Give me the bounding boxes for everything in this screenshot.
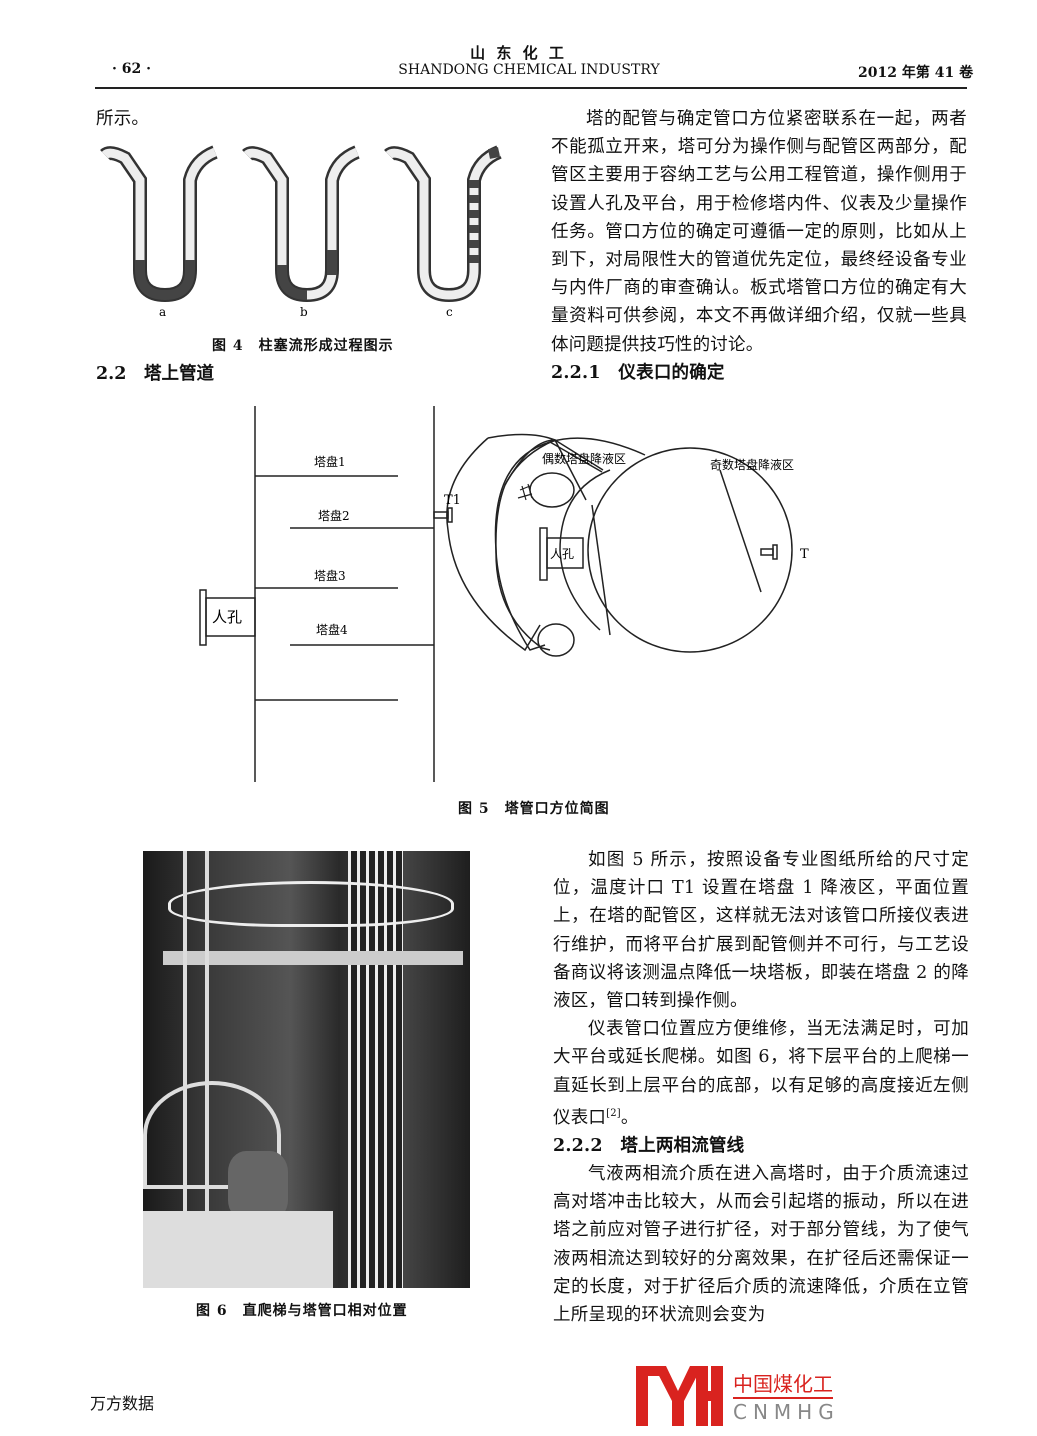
t-label: T xyxy=(800,547,809,562)
journal-title-cn: 山 东 化 工 xyxy=(470,44,567,62)
intro-text: 所示。 xyxy=(96,109,150,129)
watermark-cn-text: 中国煤化工 xyxy=(733,1368,833,1399)
tray-1-label: 塔盘1 xyxy=(314,454,346,469)
section-2-2-1-heading: 2.2.1 仪表口的确定 xyxy=(551,362,725,383)
right-top-text: 塔的配管与确定管口方位紧密联系在一起，两者不能孤立开来，塔可分为操作侧与配管区两… xyxy=(551,105,967,387)
fig4-label-a: a xyxy=(159,305,166,319)
paragraph-two-phase-flow: 气液两相流介质在进入高塔时，由于介质流速过高对塔冲击比较大，从而会引起塔的振动，… xyxy=(553,1164,969,1326)
watermark-en-text: CNMHG xyxy=(733,1400,840,1424)
u-tube-b xyxy=(242,145,360,303)
citation-ref[interactable]: [2] xyxy=(606,1107,621,1119)
t1-label: T1 xyxy=(444,493,461,508)
figure-6-photo xyxy=(143,851,470,1288)
footer-source: 万方数据 xyxy=(90,1394,155,1413)
tray-3-label: 塔盘3 xyxy=(314,568,346,583)
manhole-label: 人孔 xyxy=(212,608,242,626)
tray-4-label: 塔盘4 xyxy=(316,622,348,637)
issue-info: 2012 年第 41 卷 xyxy=(858,65,974,81)
paragraph-ladder: 仪表管口位置应方便维修，当无法满足时，可加大平台或延长爬梯。如图 6，将下层平台… xyxy=(553,1019,969,1128)
journal-title-en: SHANDONG CHEMICAL INDUSTRY xyxy=(398,62,660,78)
mh-logo-icon xyxy=(636,1366,723,1426)
figure-6-caption: 图 6 直爬梯与塔管口相对位置 xyxy=(196,1303,408,1319)
page-number: · 62 · xyxy=(112,61,151,77)
figure-5-caption: 图 5 塔管口方位简图 xyxy=(458,801,610,817)
plan-manhole-label: 人孔 xyxy=(550,547,574,561)
section-2-2-heading: 2.2 塔上管道 xyxy=(96,364,214,384)
figure-4-u-tubes: a b c xyxy=(100,145,502,319)
odd-tray-downcomer-label: 奇数塔盘降液区 xyxy=(710,457,794,472)
tray-2-label: 塔盘2 xyxy=(318,508,350,523)
paragraph-pipe-orientation: 塔的配管与确定管口方位紧密联系在一起，两者不能孤立开来，塔可分为操作侧与配管区两… xyxy=(551,109,967,355)
watermark-logo: 中国煤化工 CNMHG xyxy=(636,1366,976,1428)
right-bottom-text: 如图 5 所示，按照设备专业图纸所给的尺寸定位，温度计口 T1 设置在塔盘 1 … xyxy=(553,846,969,1329)
u-tube-a xyxy=(100,145,218,303)
even-tray-downcomer-label: 偶数塔盘降液区 xyxy=(542,451,626,466)
u-tube-c xyxy=(384,145,502,303)
fig4-label-c: c xyxy=(446,305,453,319)
figure-5-diagram: 塔盘1 塔盘2 塔盘3 塔盘4 人孔 T1 偶数塔盘降液区 奇数塔盘降液区 人孔… xyxy=(199,406,809,782)
fig4-label-b: b xyxy=(300,305,308,319)
header-rule xyxy=(95,87,967,89)
paragraph-fig5-explanation: 如图 5 所示，按照设备专业图纸所给的尺寸定位，温度计口 T1 设置在塔盘 1 … xyxy=(553,850,969,1012)
figure-4-caption: 图 4 柱塞流形成过程图示 xyxy=(212,338,394,354)
section-2-2-2-heading: 2.2.2 塔上两相流管线 xyxy=(553,1135,745,1156)
